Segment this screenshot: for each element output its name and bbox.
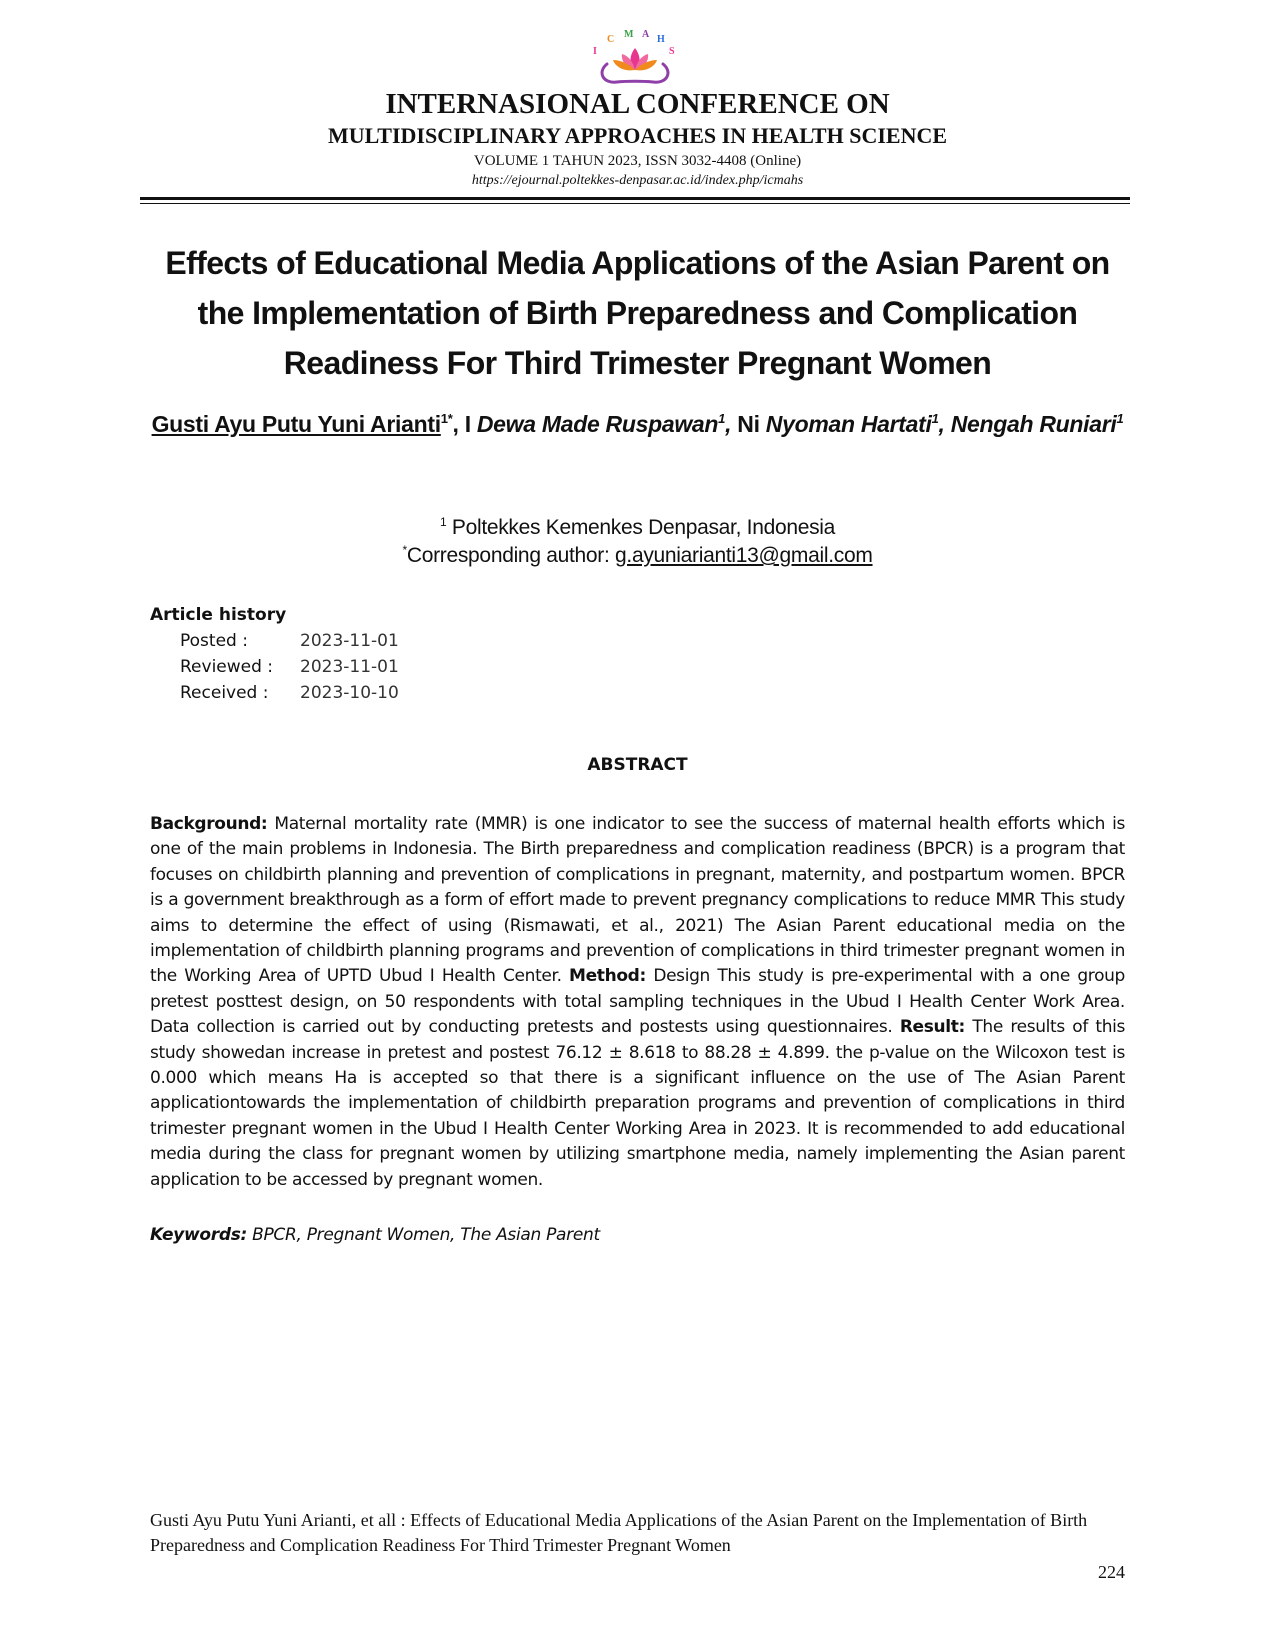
author-sup: 1* — [440, 411, 453, 426]
logo-letter-i: I — [593, 46, 597, 57]
corresponding-line: *Corresponding author: g.ayuniarianti13@… — [0, 542, 1275, 570]
affiliation-line: 1 Poltekkes Kemenkes Denpasar, Indonesia — [0, 514, 1275, 542]
result-label: Result: — [899, 1017, 966, 1038]
method-label: Method: — [569, 966, 646, 987]
logo-swirl — [600, 62, 670, 84]
method-text: Design This study is pre-experimental wi… — [150, 966, 1125, 1038]
keywords-line: Keywords: BPCR, Pregnant Women, The Asia… — [150, 1224, 600, 1246]
footer-citation: Gusti Ayu Putu Yuni Arianti, et all : Ef… — [150, 1510, 1088, 1555]
corresponding-sup: * — [402, 543, 407, 557]
affiliation-sup: 1 — [439, 515, 447, 529]
author-sup: 1 — [718, 411, 726, 426]
author-sup: 1 — [931, 411, 939, 426]
author-1: Gusti Ayu Putu Yuni Arianti1*, — [152, 411, 465, 437]
author-name: Dewa Made Ruspawan — [476, 411, 719, 437]
author-name: Nyoman Hartati — [765, 411, 932, 437]
logo-letter-c: C — [607, 34, 614, 45]
background-label: Background: — [150, 814, 268, 834]
history-label: Received : — [180, 683, 269, 703]
background-text: Maternal mortality rate (MMR) is one ind… — [150, 814, 1125, 987]
history-row-received: Received : 2023-10-10 — [180, 682, 399, 704]
abstract-heading: ABSTRACT — [587, 755, 688, 775]
header-rule-thick — [140, 197, 1130, 200]
history-row-reviewed: Reviewed : 2023-11-01 — [180, 656, 399, 678]
corresponding-email-link[interactable]: g.ayuniarianti13@gmail.com — [615, 544, 873, 567]
author-4: Nengah Runiari1 — [951, 411, 1124, 437]
author-list: Gusti Ayu Putu Yuni Arianti1*, I Dewa Ma… — [150, 408, 1125, 440]
conference-logo: I C M A H S — [593, 29, 675, 84]
history-label: Posted : — [180, 631, 248, 651]
result-text: The results of this study showedan incre… — [150, 1017, 1126, 1190]
logo-letter-s: S — [669, 46, 675, 57]
conference-subtitle: MULTIDISCIPLINARY APPROACHES IN HEALTH S… — [327, 123, 948, 148]
author-sup: 1 — [1116, 411, 1124, 426]
keywords-label: Keywords: — [150, 1225, 248, 1245]
history-label: Reviewed : — [180, 657, 274, 677]
author-2: I Dewa Made Ruspawan1, — [465, 411, 738, 437]
author-3: Ni Nyoman Hartati1, — [737, 411, 950, 437]
paper-title: Effects of Educational Media Application… — [165, 245, 1110, 381]
history-value: 2023-11-01 — [300, 631, 399, 651]
article-history-heading: Article history — [150, 605, 287, 625]
conference-title: INTERNASIONAL CONFERENCE ON — [385, 88, 890, 120]
corresponding-label: Corresponding author: — [406, 544, 616, 567]
logo-letter-a: A — [642, 29, 650, 40]
history-value: 2023-11-01 — [300, 657, 399, 677]
author-separator: , — [452, 411, 465, 437]
conference-url[interactable]: https://ejournal.poltekkes-denpasar.ac.i… — [471, 173, 804, 188]
logo-letter-m: M — [624, 29, 634, 40]
history-value: 2023-10-10 — [300, 683, 399, 703]
history-row-posted: Posted : 2023-11-01 — [180, 630, 399, 652]
author-separator: , — [938, 411, 951, 437]
keywords-text: BPCR, Pregnant Women, The Asian Parent — [247, 1225, 600, 1245]
author-name: Nengah Runiari — [950, 411, 1117, 437]
affiliation-text: Poltekkes Kemenkes Denpasar, Indonesia — [446, 516, 836, 539]
page-number: 224 — [1098, 1562, 1125, 1582]
affiliation-block: 1 Poltekkes Kemenkes Denpasar, Indonesia… — [0, 514, 1275, 570]
abstract-body: Background: Maternal mortality rate (MMR… — [150, 812, 1125, 1193]
author-separator: , — [725, 411, 738, 437]
header-rule-thin — [140, 203, 1130, 204]
author-prefix: I — [464, 411, 477, 437]
conference-volume: VOLUME 1 TAHUN 2023, ISSN 3032-4408 (Onl… — [473, 153, 802, 169]
author-name: Gusti Ayu Putu Yuni Arianti — [151, 411, 442, 437]
logo-letter-h: H — [657, 34, 665, 45]
author-prefix: Ni — [737, 411, 766, 437]
